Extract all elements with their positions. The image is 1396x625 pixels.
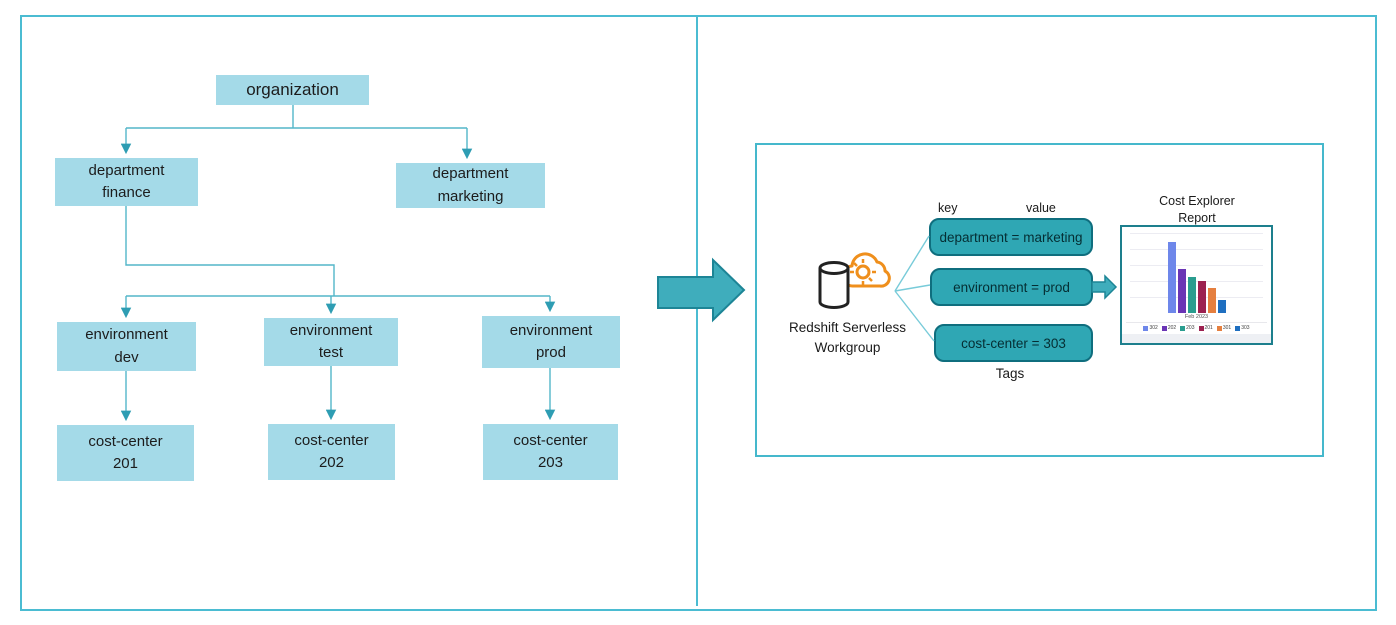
bar-303	[1217, 300, 1226, 313]
legend-item-302: 302	[1143, 325, 1158, 331]
cloud-shape	[841, 252, 891, 288]
tag-value-header: value	[1026, 201, 1056, 215]
legend-item-202: 202	[1161, 325, 1177, 331]
database-cylinder-top	[818, 261, 850, 275]
bar-301	[1207, 288, 1216, 313]
bar-302	[1167, 242, 1176, 313]
legend-swatch	[1180, 325, 1186, 331]
gear-icon	[855, 264, 871, 280]
org-node-environment-test: environment test	[264, 318, 398, 366]
org-node-cost-center-203: cost-center 203	[483, 424, 618, 480]
mini-bar-plot	[1130, 233, 1263, 313]
org-node-department-finance: department finance	[55, 158, 198, 206]
org-node-department-marketing: department marketing	[396, 163, 545, 208]
legend-label: 203	[1186, 325, 1195, 331]
outer-frame	[20, 15, 1377, 611]
legend-item-303: 303	[1235, 325, 1250, 331]
legend-swatch	[1198, 325, 1204, 331]
report-title: Cost Explorer Report	[1159, 194, 1235, 225]
redshift-serverless-icon	[818, 252, 891, 309]
cost-explorer-chart: Feb 2023 302 202 203 201 301 303	[1120, 225, 1273, 345]
org-node-cost-center-201: cost-center 201	[57, 425, 194, 481]
legend-label: 303	[1241, 325, 1250, 331]
legend-swatch	[1235, 325, 1241, 331]
org-node-environment-dev: environment dev	[57, 322, 196, 371]
x-axis-tick: Feb 2023	[1184, 314, 1209, 320]
tag-pill-department: department = marketing	[929, 218, 1093, 256]
legend-label: 201	[1204, 325, 1213, 331]
tags-caption: Tags	[995, 366, 1025, 381]
legend-label: 301	[1222, 325, 1232, 331]
tag-pill-cost-center: cost-center = 303	[934, 324, 1093, 362]
org-node-cost-center-202: cost-center 202	[268, 424, 395, 480]
legend-swatch	[1216, 325, 1222, 331]
workgroup-label: Redshift Serverless Workgroup	[788, 320, 907, 355]
legend-item-203: 203	[1180, 325, 1195, 331]
bar-201	[1197, 281, 1206, 313]
legend-label: 302	[1149, 325, 1158, 331]
org-node-organization: organization	[216, 75, 369, 105]
legend-swatch	[1143, 325, 1149, 331]
tag-pill-environment: environment = prod	[930, 268, 1093, 306]
tag-key-header: key	[938, 201, 958, 215]
chart-footer-strip	[1122, 334, 1271, 343]
org-node-environment-prod: environment prod	[482, 316, 620, 368]
legend-label: 202	[1167, 325, 1177, 331]
gear-teeth	[850, 259, 876, 285]
mini-chart-legend: 302 202 203 201 301 303	[1126, 322, 1267, 331]
legend-item-301: 301	[1216, 325, 1232, 331]
bar-202	[1177, 269, 1186, 313]
database-cylinder	[818, 268, 850, 309]
legend-swatch	[1161, 325, 1167, 331]
legend-item-201: 201	[1198, 325, 1213, 331]
bar-203	[1187, 277, 1196, 313]
